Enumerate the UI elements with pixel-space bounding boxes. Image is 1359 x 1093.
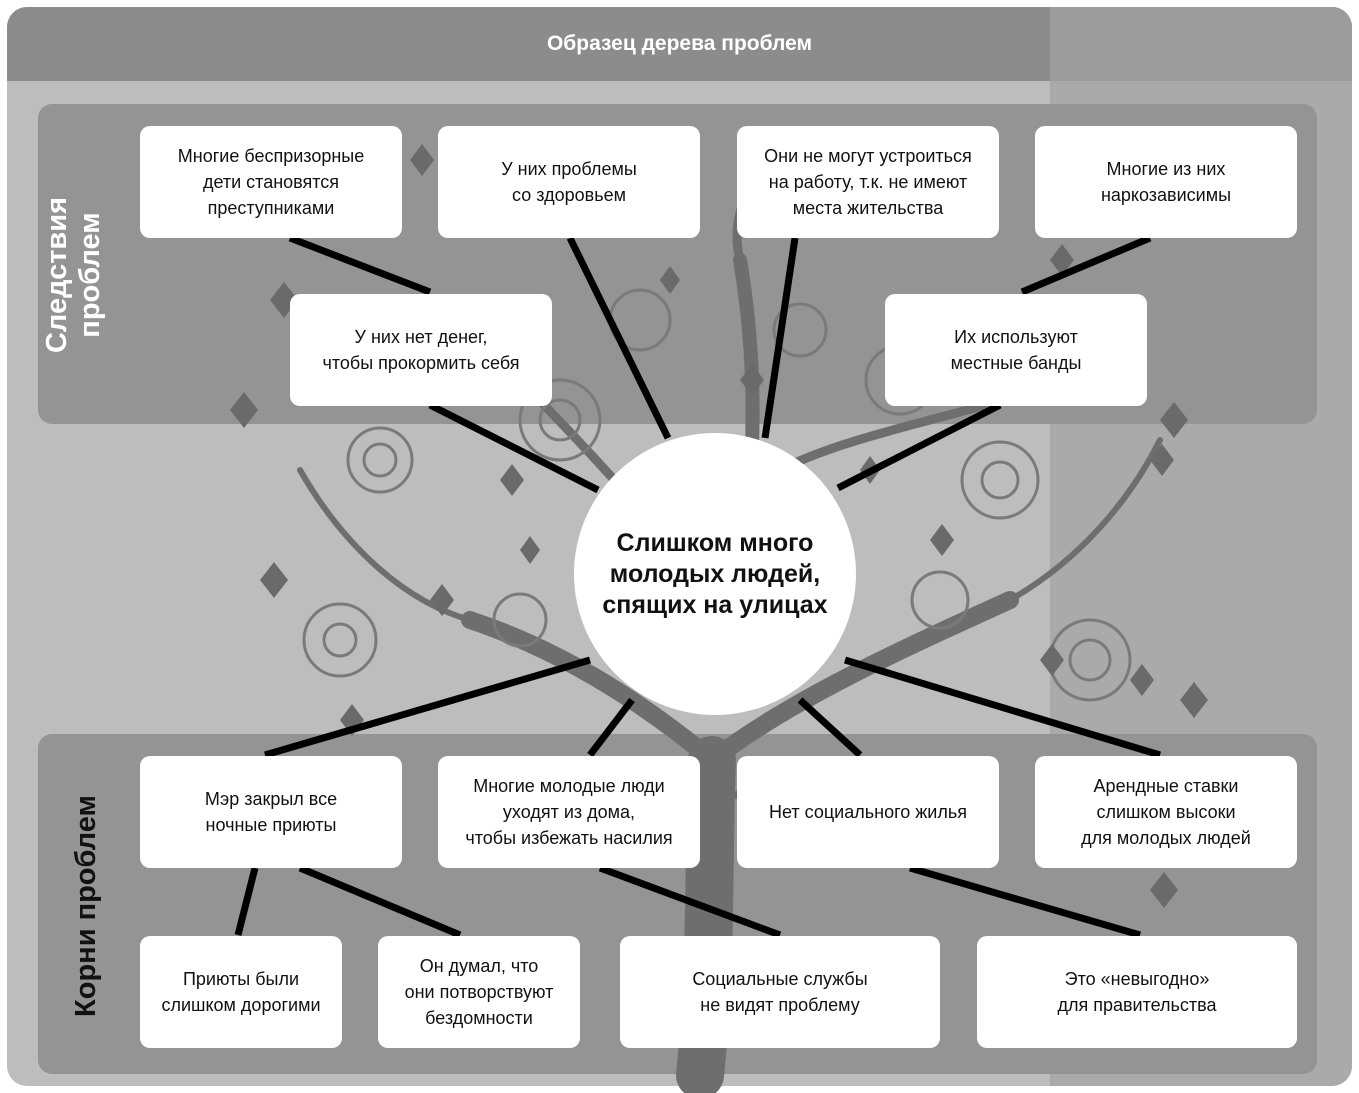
consequence-box: Их используют местные банды	[885, 294, 1147, 406]
tree-leaves	[230, 144, 1208, 908]
consequence-box: У них нет денег, чтобы прокормить себя	[290, 294, 552, 406]
root-cause-box: Он думал, что они потворствуют бездомнос…	[378, 936, 580, 1048]
tree-swirls	[302, 288, 1132, 702]
diagram-title: Образец дерева проблем	[546, 32, 813, 55]
cause-box: Арендные ставки слишком высоки для молод…	[1035, 756, 1297, 868]
cause-box: Нет социального жилья	[737, 756, 999, 868]
consequence-box: Они не могут устроиться на работу, т.к. …	[737, 126, 999, 238]
cause-box: Многие молодые люди уходят из дома, чтоб…	[438, 756, 700, 868]
central-problem: Слишком много молодых людей, спящих на у…	[574, 433, 856, 715]
connectors	[234, 234, 1162, 939]
consequence-box: Многие из них наркозависимы	[1035, 126, 1297, 238]
root-cause-box: Приюты были слишком дорогими	[140, 936, 342, 1048]
cause-box: Мэр закрыл все ночные приюты	[140, 756, 402, 868]
consequence-box: У них проблемы со здоровьем	[438, 126, 700, 238]
root-cause-box: Это «невыгодно» для правительства	[977, 936, 1297, 1048]
consequence-box: Многие беспризорные дети становятся прес…	[140, 126, 402, 238]
header-right-shade	[1050, 7, 1352, 81]
root-cause-box: Социальные службы не видят проблему	[620, 936, 940, 1048]
